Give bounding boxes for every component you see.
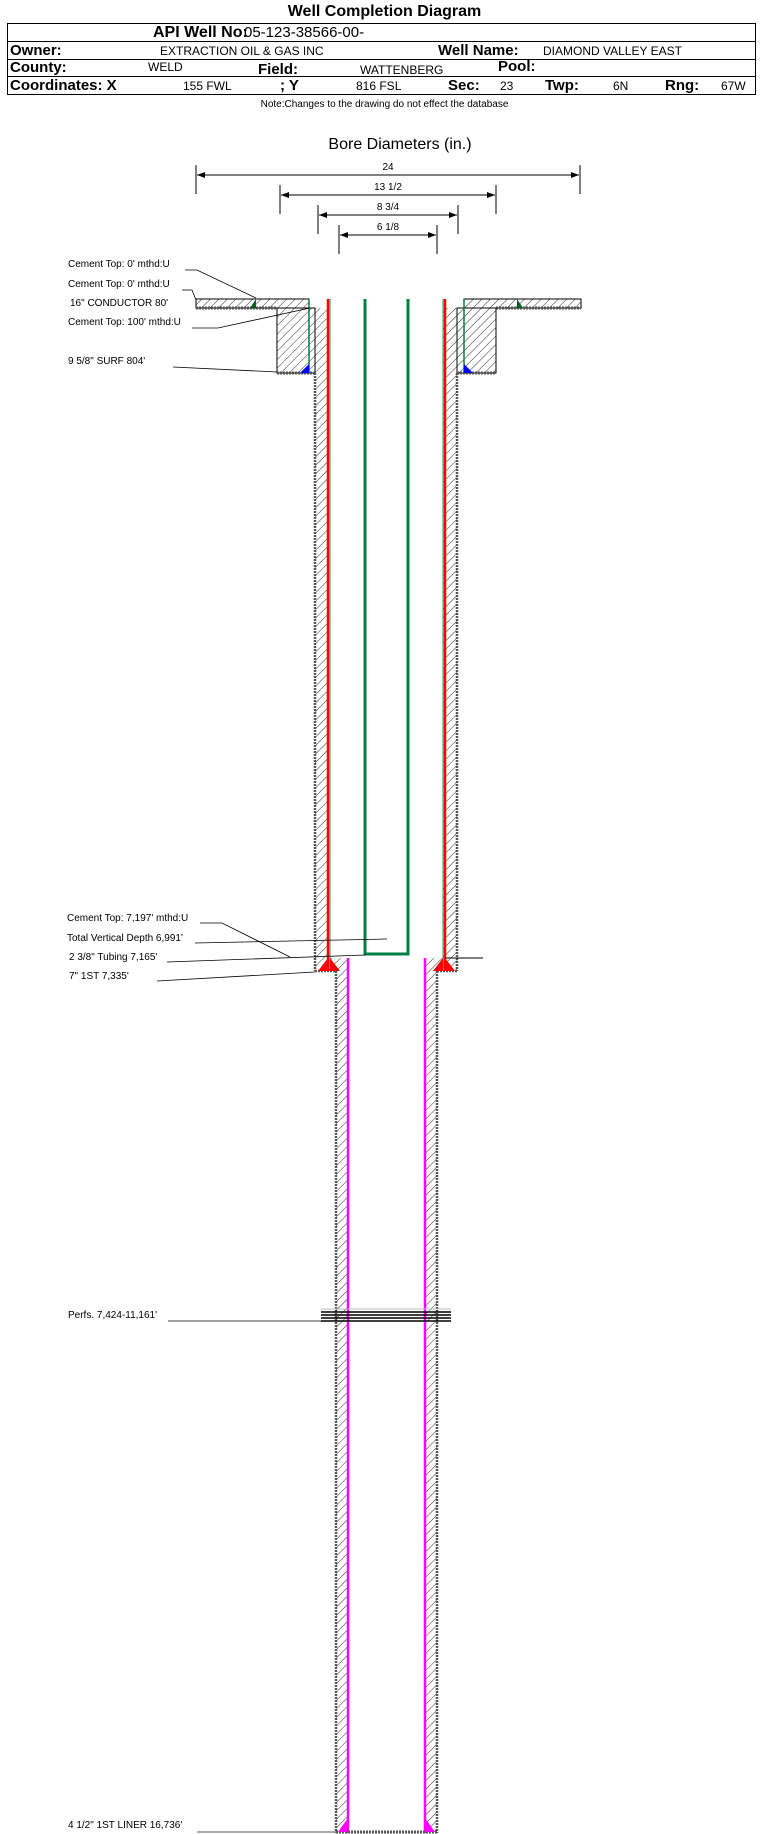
field-label: Field: (258, 61, 298, 78)
intermediate-casing (313, 299, 483, 973)
dimension-8-3-4: 8 3/4 (317, 202, 459, 234)
cement-marker-icon (250, 299, 256, 308)
sec-label: Sec: (448, 77, 480, 94)
rng-label: Rng: (665, 77, 700, 94)
disclaimer-note: Note:Changes to the drawing do not effec… (260, 99, 509, 110)
dimension-label: 8 3/4 (377, 202, 400, 213)
owner-value: EXTRACTION OIL & GAS INC (160, 44, 324, 58)
label-cement-top-2: Cement Top: 0' mthd:U (68, 279, 170, 290)
cement-shoe-icon (464, 364, 473, 373)
sec-value: 23 (500, 79, 514, 93)
county-label: County: (10, 59, 67, 76)
annotations: Cement Top: 0' mthd:U Cement Top: 0' mth… (67, 259, 388, 1833)
diagram-title: Well Completion Diagram (287, 3, 482, 20)
label-total-vertical-depth: Total Vertical Depth 6,991' (67, 933, 183, 944)
label-perforations: Perfs. 7,424-11,161' (68, 1310, 157, 1321)
label-liner: 4 1/2" 1ST LINER 16,736' (68, 1820, 182, 1831)
bore-diameters-title: Bore Diameters (in.) (328, 136, 471, 153)
dimension-13-1-2: 13 1/2 (279, 182, 497, 214)
well-name-value: DIAMOND VALLEY EAST (543, 44, 682, 58)
dimension-label: 6 1/8 (377, 222, 400, 233)
twp-value: 6N (613, 79, 629, 93)
county-value: WELD (148, 60, 183, 74)
dimension-6-1-8: 6 1/8 (338, 222, 438, 254)
label-surface-casing: 9 5/8" SURF 804' (68, 356, 145, 367)
label-cement-top-3: Cement Top: 100' mthd:U (68, 317, 181, 328)
well-name-label: Well Name: (438, 42, 519, 59)
coord-x-value: 155 FWL (183, 79, 232, 93)
row-divider (8, 41, 755, 42)
field-value: WATTENBERG (360, 63, 444, 77)
dimension-label: 13 1/2 (374, 182, 402, 193)
tubing (363, 299, 410, 956)
row-divider (8, 76, 755, 77)
label-cement-top-4: Cement Top: 7,197' mthd:U (67, 913, 188, 924)
api-value: 05-123-38566-00- (244, 24, 365, 41)
rng-value: 67W (721, 79, 746, 93)
pool-label: Pool: (498, 58, 536, 75)
api-label: API Well No: (153, 24, 248, 41)
liner (334, 958, 439, 1834)
twp-label: Twp: (545, 77, 579, 94)
label-tubing: 2 3/8" Tubing 7,165' (69, 952, 157, 963)
label-intermediate-casing: 7" 1ST 7,335' (69, 971, 129, 982)
label-conductor: 16" CONDUCTOR 80' (70, 298, 168, 309)
dimension-label: 24 (382, 162, 394, 173)
cement-marker-icon (517, 299, 523, 308)
coord-y-label: ; Y (280, 77, 299, 94)
coord-y-value: 816 FSL (356, 79, 402, 93)
label-cement-top-1: Cement Top: 0' mthd:U (68, 259, 170, 270)
surface-casing (250, 299, 523, 375)
owner-label: Owner: (10, 42, 62, 59)
cement-shoe-icon (300, 364, 309, 373)
dimension-24: 24 (195, 162, 581, 194)
well-info-table: API Well No: 05-123-38566-00- Owner: EXT… (7, 23, 756, 95)
coord-x-label: Coordinates: X (10, 77, 117, 94)
row-divider (8, 59, 755, 60)
